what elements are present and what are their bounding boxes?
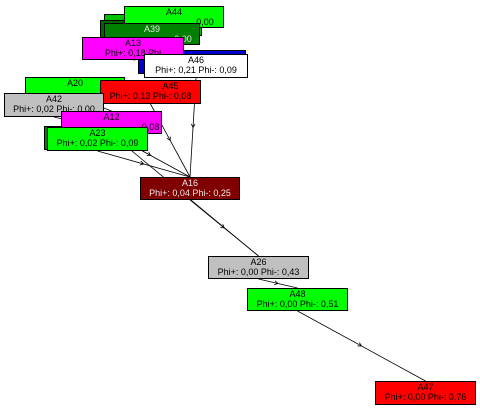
node-label: A26 [250,257,267,267]
arrowhead-icon [146,151,152,156]
node-values: Phi+: 0,00 Phi-: 0,51 [256,299,339,309]
node-values: Phi+: 0,02 Phi-: 0,00 [13,104,95,114]
node-values: Phi+: 0,21 Phi-: 0,09 [155,65,237,75]
node-a48[interactable]: A48 Phi+: 0,00 Phi-: 0,51 [247,288,348,311]
arrowhead-icon [166,136,171,142]
node-label: A12 [103,112,120,122]
node-values: 0,08 [141,122,160,132]
node-label: A47 [417,382,434,392]
node-label: A13 [124,38,141,48]
node-values: 0,00 [196,17,214,27]
node-label: A20 [66,78,83,88]
arrowhead-icon [274,280,279,285]
node-values: Phi+: 0,18 Phi [104,48,162,58]
node-values: Phi+: 0,13 Phi-: 0,08 [109,91,192,101]
arrowhead-icon [190,123,196,129]
node-label: A46 [187,55,204,65]
arrowhead-icon [357,342,363,347]
node-label: A48 [289,289,306,299]
node-label: A16 [181,178,198,188]
node-label: A39 [143,24,160,34]
arrowhead-icon [139,160,145,166]
arrowhead-icon [220,224,225,229]
node-a47[interactable]: A47 Phi+: 0,00 Phi-: 0,76 [375,381,476,405]
node-label: A23 [89,128,106,138]
node-label: A44 [165,7,182,17]
node-a23[interactable]: A23 Phi+: 0,02 Phi-: 0,09 [47,127,148,151]
node-values: Phi+: 0,00 Phi-: 0,43 [217,267,300,277]
node-values: Phi+: 0,04 Phi-: 0,25 [149,188,231,198]
node-a45[interactable]: A45 Phi+: 0,13 Phi-: 0,08 [100,80,201,104]
node-values: Phi+: 0,00 Phi-: 0,76 [384,392,467,402]
node-a26[interactable]: A26 Phi+: 0,00 Phi-: 0,43 [208,256,309,279]
node-a46[interactable]: A46 Phi+: 0,21 Phi-: 0,09 [144,54,248,78]
node-values: Phi+: 0,02 Phi-: 0,09 [56,138,139,148]
node-label: A42 [45,94,62,104]
node-label: A45 [162,81,179,91]
node-a16[interactable]: A16 Phi+: 0,04 Phi-: 0,25 [140,177,240,200]
